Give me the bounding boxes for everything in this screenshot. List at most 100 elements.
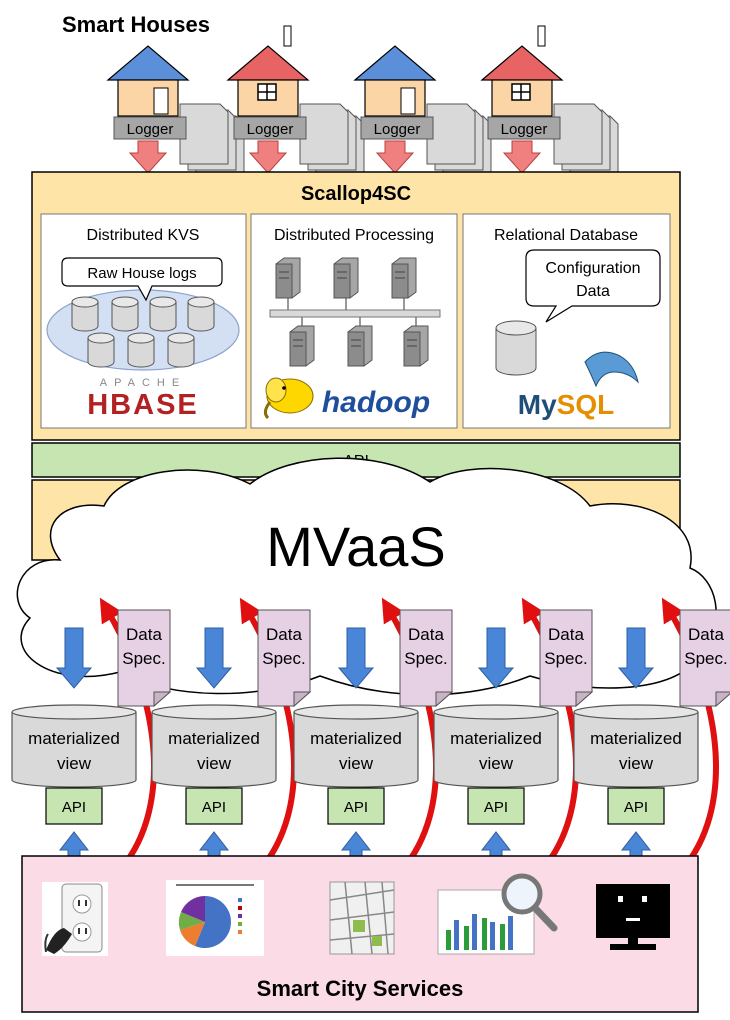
logger-box bbox=[487, 116, 561, 140]
mvaas-title: MVaaS bbox=[266, 515, 445, 578]
database-cylinder-icon bbox=[495, 320, 537, 376]
config-callout-line1: Configuration bbox=[545, 260, 640, 277]
config-callout-line2: Data bbox=[576, 283, 610, 300]
data-flow-down-arrow bbox=[195, 627, 233, 689]
mvaas-columns: materializedviewAPIDataSpec.materialized… bbox=[11, 597, 730, 872]
server-icon bbox=[347, 325, 373, 367]
display-monitor-icon bbox=[596, 884, 670, 950]
logger-label: Logger bbox=[374, 121, 421, 138]
logger-box bbox=[113, 116, 187, 140]
server-icon bbox=[333, 257, 359, 299]
view-api-box bbox=[467, 787, 525, 825]
pie-chart-report-icon bbox=[166, 880, 264, 956]
hadoop-logo: hadoop bbox=[322, 386, 430, 419]
view-label-line1: materialized bbox=[450, 729, 542, 748]
kvs-storage-nodes bbox=[71, 296, 215, 368]
processing-panel-title: Distributed Processing bbox=[274, 227, 434, 244]
logger-box bbox=[233, 116, 307, 140]
data-spec-line2: Spec. bbox=[122, 649, 165, 668]
data-spec-line1: Data bbox=[688, 625, 724, 644]
mysql-logo-sql: SQL bbox=[557, 389, 615, 420]
storage-cylinder-icon bbox=[71, 296, 99, 332]
data-flow-down-arrow bbox=[477, 627, 515, 689]
network-bus bbox=[269, 309, 441, 318]
log-documents-icon bbox=[553, 103, 619, 177]
materialized-view: materialized view bbox=[433, 704, 559, 788]
chimney bbox=[283, 25, 292, 47]
hbase-logo-small: APACHE bbox=[100, 377, 186, 389]
raw-logs-callout-bubble bbox=[61, 257, 223, 302]
services-title: Smart City Services bbox=[257, 976, 464, 1001]
data-spec-line2: Spec. bbox=[684, 649, 727, 668]
view-api-box bbox=[45, 787, 103, 825]
data-spec-line1: Data bbox=[126, 625, 162, 644]
data-flow-down-arrow bbox=[617, 627, 655, 689]
view-label-line1: materialized bbox=[310, 729, 402, 748]
house-wall bbox=[364, 79, 426, 117]
processing-panel: Distributed Processing hadoop bbox=[250, 213, 458, 429]
view-api-box bbox=[185, 787, 243, 825]
storage-cylinder-icon bbox=[87, 332, 115, 368]
view-api-label: API bbox=[624, 799, 648, 816]
view-api-label: API bbox=[344, 799, 368, 816]
view-api-label: API bbox=[484, 799, 508, 816]
server-icon bbox=[275, 257, 301, 299]
config-data-callout-bubble bbox=[525, 249, 661, 323]
raw-logs-callout-text: Raw House logs bbox=[87, 265, 196, 282]
rdb-panel: Relational Database Configuration Data M… bbox=[462, 213, 671, 429]
house-3: Logger bbox=[353, 45, 492, 177]
chimney bbox=[537, 25, 546, 47]
kvs-panel: Distributed KVS Raw House logs APACHE HB… bbox=[40, 213, 247, 429]
data-spec-line2: Spec. bbox=[544, 649, 587, 668]
view-label-line2: view bbox=[619, 754, 654, 773]
view-label-line1: materialized bbox=[28, 729, 120, 748]
roof bbox=[226, 45, 310, 81]
storage-cylinder-icon bbox=[187, 296, 215, 332]
mysql-logo: MySQL bbox=[518, 389, 614, 420]
logger-label: Logger bbox=[127, 121, 174, 138]
log-documents-icon bbox=[179, 103, 245, 177]
roof bbox=[106, 45, 190, 81]
materialized-view: materialized view bbox=[293, 704, 419, 788]
power-outlet-icon bbox=[42, 882, 108, 956]
view-label-line2: view bbox=[57, 754, 92, 773]
server-icon bbox=[391, 257, 417, 299]
hbase-logo: HBASE bbox=[87, 389, 199, 421]
dolphin-icon bbox=[584, 351, 639, 388]
storage-cylinder-icon bbox=[167, 332, 195, 368]
data-spec-line2: Spec. bbox=[262, 649, 305, 668]
door-icon bbox=[153, 87, 169, 115]
data-spec-line2: Spec. bbox=[404, 649, 447, 668]
log-documents-icon bbox=[426, 103, 492, 177]
view-api-label: API bbox=[202, 799, 226, 816]
mysql-logo-my: My bbox=[518, 389, 557, 420]
data-flow-down-arrow bbox=[55, 627, 93, 689]
window-icon bbox=[257, 83, 277, 101]
view-label-line2: view bbox=[479, 754, 514, 773]
smart-houses-title: Smart Houses bbox=[62, 12, 210, 37]
server-icon bbox=[403, 325, 429, 367]
scallop4sc-title: Scallop4SC bbox=[301, 183, 411, 205]
logger-box bbox=[360, 116, 434, 140]
city-map-icon bbox=[329, 881, 395, 955]
server-nodes bbox=[275, 257, 429, 367]
upload-arrow bbox=[375, 140, 415, 174]
view-label-line2: view bbox=[339, 754, 374, 773]
data-flow-down-arrow bbox=[337, 627, 375, 689]
roof bbox=[480, 45, 564, 81]
door-icon bbox=[400, 87, 416, 115]
server-icon bbox=[289, 325, 315, 367]
data-spec-line1: Data bbox=[548, 625, 584, 644]
data-spec-line1: Data bbox=[266, 625, 302, 644]
upload-arrow bbox=[248, 140, 288, 174]
materialized-view: materialized view bbox=[11, 704, 137, 788]
storage-cylinder-icon bbox=[127, 332, 155, 368]
